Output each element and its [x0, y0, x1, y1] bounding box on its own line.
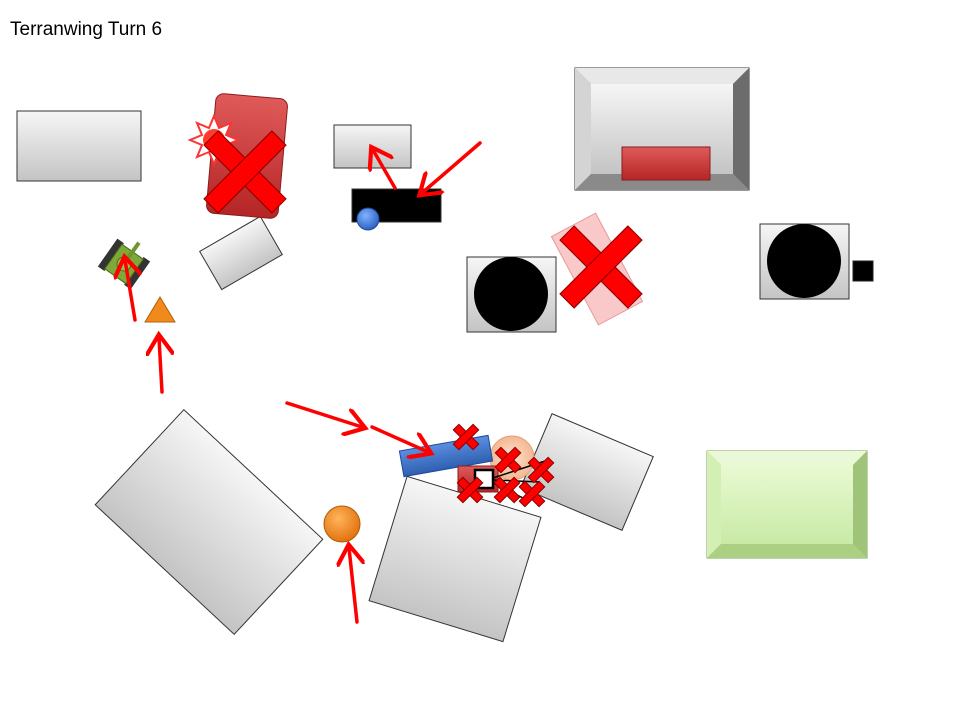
- black-marker: [852, 260, 874, 282]
- move-arrow: [285, 401, 362, 427]
- move-arrow: [370, 425, 428, 452]
- objective-zone: [706, 450, 868, 559]
- move-arrow: [125, 260, 135, 322]
- page-title: Terranwing Turn 6: [10, 19, 163, 40]
- destroyed-x-icon: [456, 476, 484, 504]
- move-arrow: [159, 338, 162, 394]
- blue-token: [356, 207, 380, 231]
- move-arrow: [349, 548, 357, 624]
- orange-token: [323, 505, 361, 543]
- move-arrow: [373, 150, 397, 190]
- building-large-diagonal: [94, 408, 324, 636]
- destroyed-x-icon: [452, 423, 480, 451]
- building-small-tilted: [199, 215, 283, 291]
- red-unit-in-bunker: [621, 146, 711, 181]
- destroyed-x-icon: [494, 446, 522, 474]
- destroyed-x-icon: [518, 480, 546, 508]
- building-top-left: [16, 110, 142, 182]
- building-top-small: [333, 124, 412, 169]
- destroyed-x-icon: [527, 456, 555, 484]
- black-vehicle: [351, 188, 442, 231]
- destroyed-x-icon: [559, 225, 643, 309]
- orange-triangle-token: [144, 296, 176, 323]
- bunker-building: [574, 67, 750, 191]
- building-center-right: [520, 413, 654, 531]
- destroyed-x-icon: [493, 476, 521, 504]
- silo-building-right: [759, 223, 874, 300]
- silo-building-left: [466, 256, 557, 333]
- move-arrow: [422, 141, 482, 193]
- destroyed-x-icon: [203, 130, 287, 214]
